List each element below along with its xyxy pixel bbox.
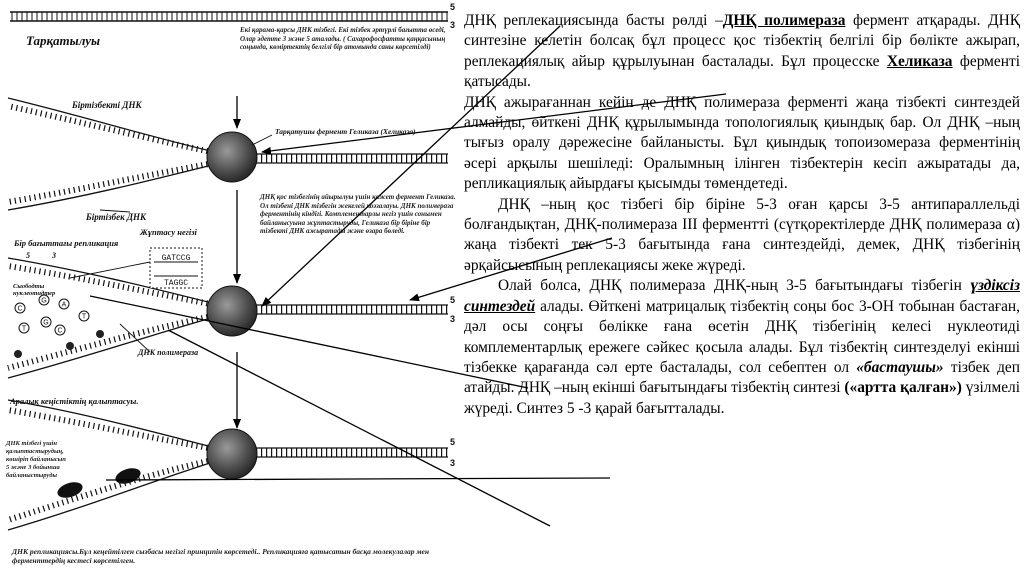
- term-lagging: («артта қалған»): [844, 379, 962, 397]
- paragraph-1: ДНҚ реплекациясында басты рөлді –ДНҚ пол…: [464, 12, 1020, 91]
- paragraph-4: Олай болса, ДНҚ полимераза ДНҚ-ның 3-5 б…: [464, 277, 1020, 417]
- parental-dna-top: [10, 11, 448, 22]
- svg-text:G: G: [43, 320, 48, 327]
- pairing-inset: GATCCG TAGGC: [149, 247, 203, 289]
- term-dna-polymerase: ДНҚ полимераза: [722, 12, 846, 29]
- helicase-ball: [206, 285, 258, 337]
- note-top: Екі қарама-қарсы ДНК тізбегі. Екі тізбек…: [240, 26, 446, 52]
- helicase-ball: [206, 131, 258, 183]
- svg-text:C: C: [57, 328, 62, 335]
- svg-text:T: T: [22, 326, 27, 333]
- helicase-ball: [206, 428, 258, 480]
- figure-caption: ДНК репликациясы.Бұл кеңейтілген сызбасы…: [12, 547, 430, 566]
- label-dir-5: 5: [26, 251, 30, 260]
- main-text: ДНҚ реплекациясында басты рөлді –ДНҚ пол…: [464, 11, 1020, 419]
- label-replication-direction: Бір бағыттағы репликация: [14, 238, 119, 248]
- label-free-nucleotides: Сыободты нуклеотидтер: [13, 283, 56, 298]
- term-leading: «бастаушы»: [856, 358, 944, 376]
- label-gap-fill: Аралық кеңістіктің қалыптасуы.: [10, 396, 139, 406]
- note-middle: ДНҚ қос тізбегінің айырылуы үшін қажет ф…: [260, 193, 456, 236]
- end-label: 5: [450, 437, 455, 447]
- end-label: 5: [450, 295, 455, 305]
- paragraph-2: ДНҚ ажырағаннан кейін де ДНҚ полимераза …: [464, 93, 1020, 193]
- label-complementarity: Жұптасу негізі: [140, 227, 197, 237]
- label-separation: Тарқатылуы: [26, 33, 100, 48]
- svg-text:TAGGC: TAGGC: [164, 279, 188, 288]
- end-label: 5: [450, 2, 455, 12]
- note-bottom-left: ДНК тізбегі үшін қалыптастырудың, көшірі…: [6, 440, 66, 479]
- label-helicase: Тарқатушы фермент Геликаза (Хеликаза): [275, 127, 416, 136]
- label-single-strand: Біртізбек ДНК: [86, 212, 147, 222]
- svg-text:GATCCG: GATCCG: [162, 254, 191, 263]
- polymerase-blob: [115, 468, 141, 484]
- polymerase-blob: [57, 482, 83, 498]
- end-label: 3: [450, 20, 455, 30]
- free-nucleotides: C G A T G C T: [14, 294, 104, 358]
- term-helicase: Хеликаза: [886, 52, 953, 70]
- nucleotide-label: C: [17, 306, 22, 313]
- paragraph-3: ДНҚ –ның қос тізбегі бір біріне 5-3 оған…: [464, 195, 1020, 274]
- svg-text:G: G: [41, 298, 46, 305]
- svg-text:A: A: [62, 302, 67, 309]
- label-double-strand: Біртізбекті ДНК: [72, 100, 142, 110]
- end-label: 3: [450, 314, 455, 324]
- end-label: 3: [450, 458, 455, 468]
- svg-text:T: T: [82, 314, 87, 321]
- label-dir-3: 3: [52, 251, 56, 260]
- label-dna-polymerase: ДНК полимераза: [138, 348, 199, 357]
